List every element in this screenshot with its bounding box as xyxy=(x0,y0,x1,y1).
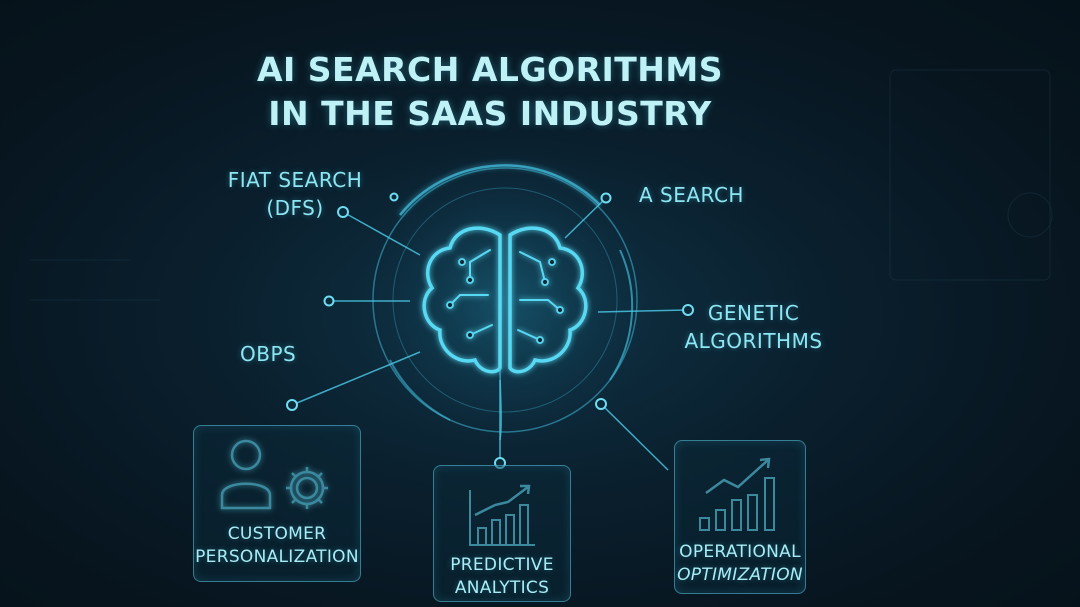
card-operational-line-2: OPTIMIZATION xyxy=(677,565,803,585)
bar-chart-trend-icon xyxy=(699,457,775,531)
card-predictive-text: PREDICTIVE ANALYTICS xyxy=(434,554,570,600)
title-line-1: AI SEARCH ALGORITHMS xyxy=(256,50,724,89)
label-fiat-search: FIAT SEARCH (DFS) xyxy=(220,166,370,222)
card-predictive-line-1: PREDICTIVE xyxy=(450,555,554,575)
label-a-search: A SEARCH xyxy=(639,183,744,207)
bar-chart-trend-icon xyxy=(469,484,535,546)
label-obps: OBPS xyxy=(240,342,297,366)
connector-nodes xyxy=(286,192,694,469)
gear-icon xyxy=(286,467,328,509)
card-predictive-analytics: PREDICTIVE ANALYTICS xyxy=(433,465,571,602)
title-line-2: IN THE SAAS INDUSTRY xyxy=(268,94,712,133)
label-genetic-algorithms: GENETIC ALGORITHMS xyxy=(676,299,831,355)
card-customer-line-1: CUSTOMER xyxy=(227,524,327,544)
card-operational-text: OPERATIONAL OPTIMIZATION xyxy=(675,541,805,587)
label-fiat-search-line-1: FIAT SEARCH xyxy=(227,168,363,192)
card-customer-line-2: PERSONALIZATION xyxy=(195,547,359,567)
brain-stem-line xyxy=(499,367,503,441)
page-title: AI SEARCH ALGORITHMS IN THE SAAS INDUSTR… xyxy=(190,48,790,136)
card-customer-text: CUSTOMER PERSONALIZATION xyxy=(194,523,360,569)
card-predictive-line-2: ANALYTICS xyxy=(454,578,550,598)
label-fiat-search-line-2: (DFS) xyxy=(266,196,324,220)
card-customer-personalization: CUSTOMER PERSONALIZATION xyxy=(193,425,361,582)
label-genetic-line-2: ALGORITHMS xyxy=(684,329,823,353)
label-genetic-line-1: GENETIC xyxy=(707,301,800,325)
user-icon xyxy=(220,439,272,510)
card-operational-optimization: OPERATIONAL OPTIMIZATION xyxy=(674,440,806,594)
connector-lines xyxy=(291,197,689,471)
center-halo xyxy=(335,130,675,470)
card-operational-line-1: OPERATIONAL xyxy=(679,542,801,562)
background-decoration xyxy=(30,69,1053,301)
concentric-rings xyxy=(372,164,638,433)
brain-circuit-icon xyxy=(422,226,588,374)
